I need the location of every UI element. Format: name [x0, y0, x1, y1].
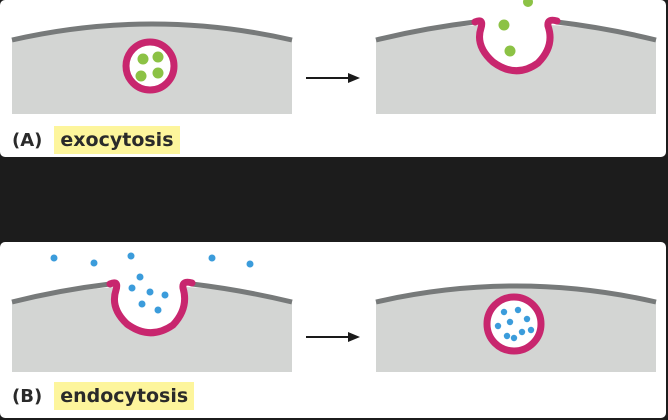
- plasma-membrane-right: [375, 19, 657, 43]
- internalized-cargo: [494, 322, 502, 330]
- endocytosis-diagram: [11, 252, 657, 372]
- extracellular-cargo: [50, 254, 58, 262]
- panel-letter: (B): [12, 385, 43, 407]
- captured-cargo: [154, 306, 162, 314]
- caption-exocytosis: (A) exocytosis: [12, 126, 180, 154]
- internalized-cargo: [514, 306, 522, 314]
- released-cargo: [504, 45, 516, 57]
- cargo-molecule: [135, 70, 147, 82]
- panel-letter: (A): [12, 129, 43, 151]
- panel-exocytosis: (A) exocytosis: [0, 0, 666, 157]
- internalized-cargo: [506, 318, 514, 326]
- extracellular-cargo: [208, 254, 216, 262]
- released-cargo: [523, 0, 533, 7]
- cargo-molecule: [152, 51, 164, 63]
- process-title: endocytosis: [54, 382, 195, 410]
- arrow-icon: [306, 73, 360, 83]
- internalized-cargo: [527, 326, 535, 334]
- internalized-cargo: [503, 332, 511, 340]
- endocytic-vesicle: [483, 293, 545, 355]
- captured-cargo: [146, 288, 154, 296]
- fused-vesicle-membrane: [471, 16, 561, 75]
- internalized-cargo: [518, 328, 526, 336]
- extracellular-cargo: [127, 252, 135, 260]
- plasma-membrane-right: [375, 283, 657, 305]
- captured-cargo: [128, 284, 136, 292]
- invagination-pocket: [110, 262, 192, 332]
- arrow-icon: [306, 332, 360, 342]
- captured-cargo: [136, 273, 144, 281]
- internalized-cargo: [500, 308, 508, 316]
- invaginating-membrane: [106, 278, 196, 337]
- caption-endocytosis: (B) endocytosis: [12, 382, 195, 410]
- plasma-membrane-left: [11, 21, 293, 43]
- captured-cargo: [138, 300, 146, 308]
- released-cargo: [498, 19, 510, 31]
- internalized-cargo: [510, 334, 518, 342]
- fusion-pocket: [477, 0, 557, 70]
- captured-cargo: [161, 291, 169, 299]
- exocytosis-diagram: [11, 0, 657, 114]
- process-title: exocytosis: [54, 126, 180, 154]
- cargo-molecule: [137, 53, 149, 65]
- extracellular-cargo: [246, 260, 254, 268]
- cargo-molecule: [152, 67, 164, 79]
- internalized-cargo: [523, 315, 531, 323]
- panel-endocytosis: (B) endocytosis: [0, 242, 666, 418]
- extracellular-cargo: [90, 259, 98, 267]
- secretory-vesicle: [122, 38, 178, 94]
- plasma-membrane-left: [11, 281, 293, 305]
